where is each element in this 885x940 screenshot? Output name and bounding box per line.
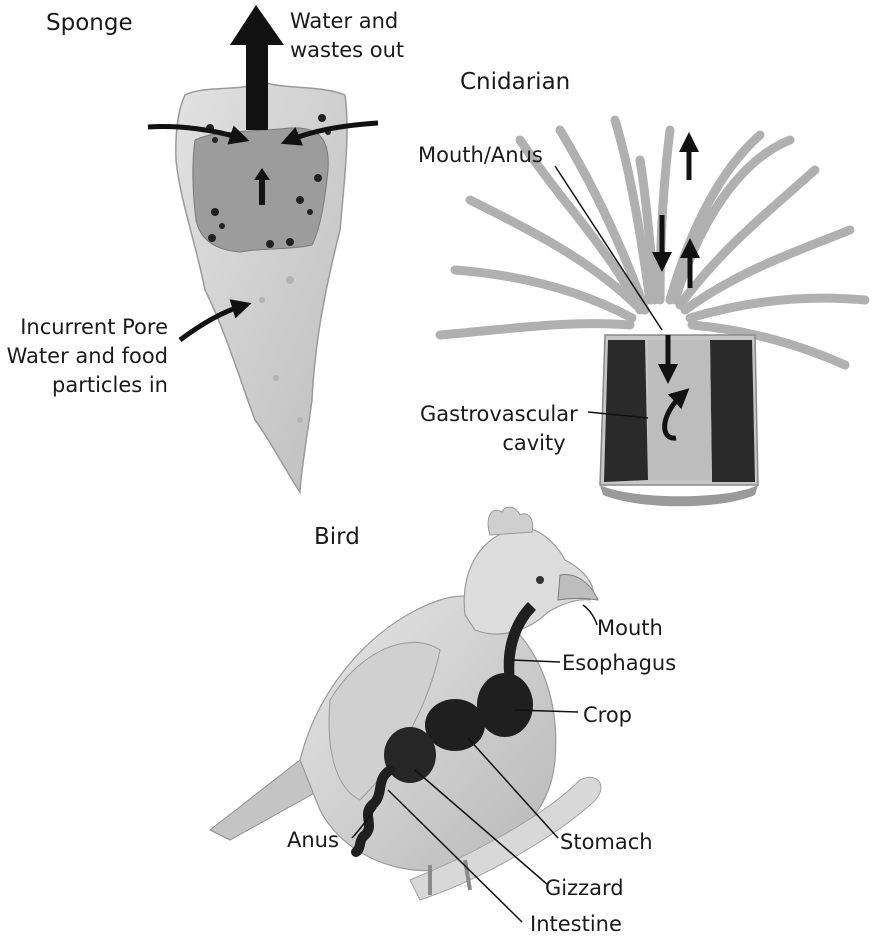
bird-title: Bird	[314, 524, 360, 550]
label-gizzard: Gizzard	[545, 875, 624, 901]
cavity-label: cavity	[484, 430, 584, 456]
cnidarian-gastrovascular-cavity	[648, 340, 712, 480]
bird-crest	[488, 507, 533, 535]
bird-illustration	[210, 507, 601, 900]
cnidarian-base	[600, 485, 758, 506]
gastrovascular-label: Gastrovascular	[420, 401, 578, 427]
water-out-label-line1: Water and	[290, 8, 398, 34]
bird-stomach	[425, 699, 485, 751]
water-food-in-label: Water and food	[7, 343, 168, 369]
water-out-label-line2: wastes out	[290, 37, 404, 63]
particles-in-label: particles in	[52, 372, 168, 398]
label-crop: Crop	[583, 702, 632, 728]
label-intestine: Intestine	[530, 911, 622, 937]
label-anus: Anus	[287, 827, 339, 853]
bird-eye	[536, 576, 544, 584]
leader-mouth	[583, 605, 597, 625]
sponge-title: Sponge	[46, 10, 133, 36]
label-mouth: Mouth	[597, 615, 663, 641]
cnidarian-body-wall-left	[604, 340, 648, 482]
cnidarian-title: Cnidarian	[460, 69, 570, 95]
sponge-illustration	[148, 5, 378, 492]
label-stomach: Stomach	[560, 829, 653, 855]
cnidarian-body-wall-right	[710, 340, 755, 482]
bird-crop	[477, 673, 533, 737]
incurrent-pore-label: Incurrent Pore	[20, 314, 168, 340]
label-esophagus: Esophagus	[562, 650, 676, 676]
mouth-anus-label: Mouth/Anus	[418, 142, 543, 168]
